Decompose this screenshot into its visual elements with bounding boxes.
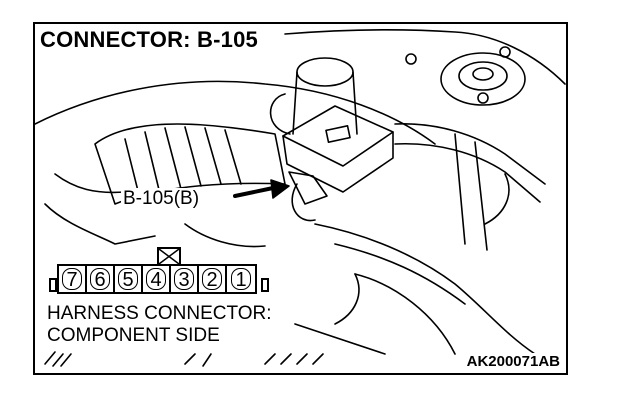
side-curve xyxy=(334,273,360,325)
sensor-module-body xyxy=(282,131,394,193)
component-side-label: COMPONENT SIDE xyxy=(45,325,222,346)
hatch-right xyxy=(264,353,324,365)
fender-line xyxy=(35,80,436,145)
connector-pin: 1 xyxy=(227,266,255,292)
hood-edge-line xyxy=(284,29,566,85)
sensor-label-plate xyxy=(325,125,351,143)
key-cross-icon xyxy=(158,248,180,265)
callout-arrow-head xyxy=(270,179,290,199)
lower-hose xyxy=(314,223,536,355)
left-hose xyxy=(44,203,156,245)
left-line xyxy=(54,173,126,194)
connector-callout-label: B-105(B) xyxy=(121,188,202,209)
strut-mount-center xyxy=(472,67,494,81)
bracket-curve xyxy=(484,173,510,225)
diagram-frame: CONNECTOR: B-105 B-105(B) 7 6 5 4 3 2 1 … xyxy=(33,22,568,375)
connector-plug xyxy=(288,171,328,205)
figure-code: AK200071AB xyxy=(464,353,562,370)
diagram-title: CONNECTOR: B-105 xyxy=(39,28,262,53)
mid-line xyxy=(184,223,266,248)
connector-pin: 5 xyxy=(115,266,143,292)
bottom-line xyxy=(294,323,386,355)
strut-bolt-bottom xyxy=(477,92,489,104)
pipe-lower xyxy=(394,142,541,203)
bracket-rods xyxy=(454,133,488,251)
strut-bolt-left xyxy=(405,53,417,65)
strut-bolt-top xyxy=(499,46,511,58)
sensor-module-top xyxy=(282,105,394,167)
connector-latch-left xyxy=(49,278,57,292)
reservoir-cap xyxy=(296,57,354,87)
connector-pin: 6 xyxy=(87,266,115,292)
connector-wire xyxy=(291,183,316,222)
connector-latch-right xyxy=(261,278,269,292)
connector-pin: 7 xyxy=(59,266,87,292)
harness-connector-label: HARNESS CONNECTOR: xyxy=(45,303,274,324)
lower-line xyxy=(354,273,456,355)
duct-ribs xyxy=(124,126,242,200)
connector-pin: 4 xyxy=(143,266,171,292)
callout-arrow-shaft xyxy=(233,186,275,198)
reservoir-body xyxy=(292,71,358,135)
hatch-mid xyxy=(184,353,212,367)
strut-mount xyxy=(440,52,526,106)
lower-hose-inner xyxy=(334,243,466,305)
connector-pin: 3 xyxy=(171,266,199,292)
pipe-upper xyxy=(394,122,546,185)
reservoir-hose xyxy=(269,93,291,135)
hatch-left xyxy=(44,351,72,367)
connector-pin: 2 xyxy=(199,266,227,292)
connector-pin-row: 7 6 5 4 3 2 1 xyxy=(57,264,257,294)
strut-mount-inner xyxy=(458,61,508,91)
engine-bay-illustration xyxy=(35,29,566,367)
